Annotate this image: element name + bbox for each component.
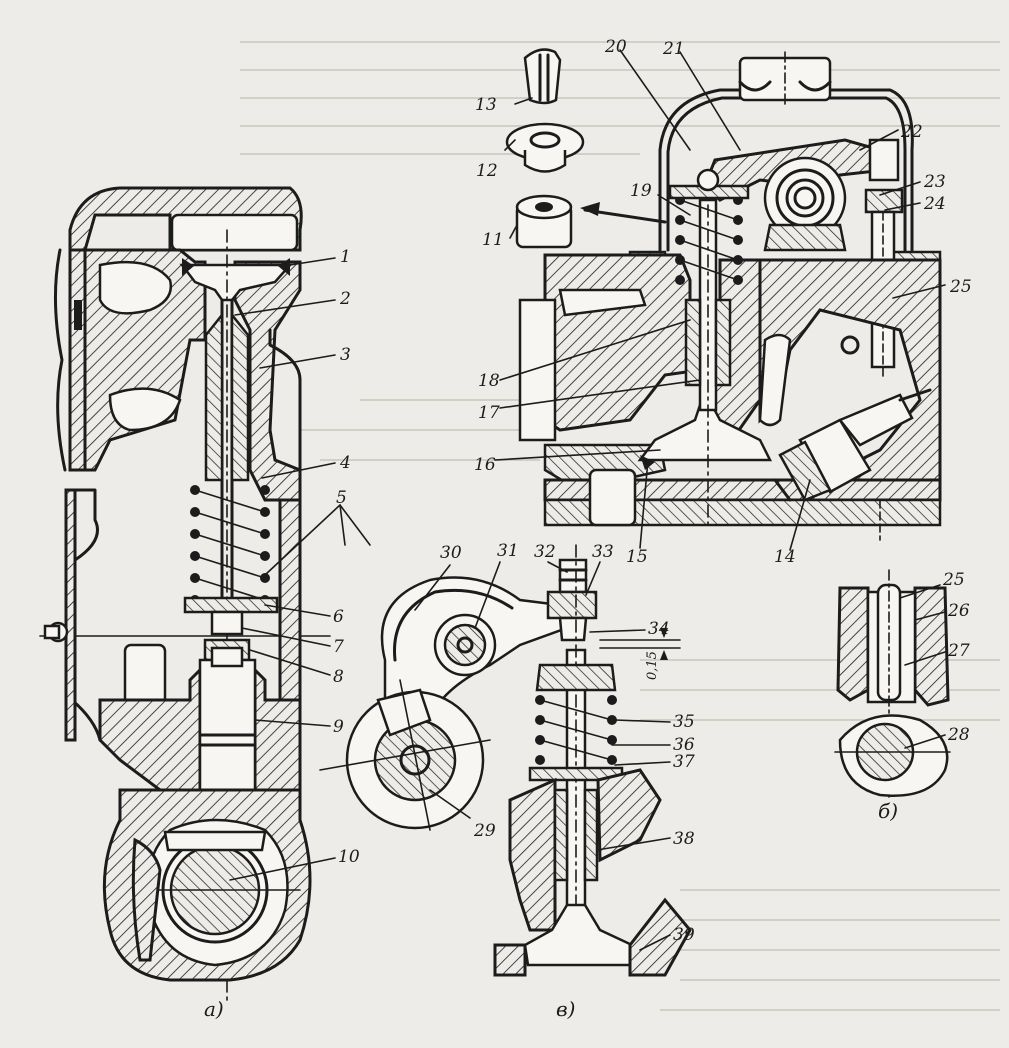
label-19: 19 <box>630 181 652 201</box>
label-28: 28 <box>947 725 970 745</box>
valve-spring-v <box>535 695 617 765</box>
label-22: 22 <box>900 122 923 142</box>
label-14: 14 <box>774 547 796 567</box>
cylinder-block-wall <box>68 248 87 472</box>
tappet-housing-b <box>836 586 870 702</box>
label-11: 11 <box>482 230 504 250</box>
label-24: 24 <box>923 194 946 214</box>
label-37: 37 <box>673 752 695 772</box>
label-20: 20 <box>604 37 627 57</box>
label-4: 4 <box>339 453 351 473</box>
view-a-lower-valve-section <box>39 186 331 1001</box>
label-6: 6 <box>333 607 344 627</box>
label-7: 7 <box>333 637 344 657</box>
label-25a: 25 <box>949 277 972 297</box>
label-31: 31 <box>497 541 519 561</box>
adjusting-screw <box>558 558 588 594</box>
combustion-chamber <box>170 213 299 252</box>
label-1: 1 <box>340 247 351 267</box>
label-35: 35 <box>673 712 695 732</box>
label-13: 13 <box>475 95 497 115</box>
label-21: 21 <box>662 39 685 59</box>
view-b-pushrod-detail <box>834 569 951 801</box>
label-25b: 25 <box>942 570 965 590</box>
label-29: 29 <box>473 821 496 841</box>
view-v-rocker-valve <box>319 544 692 977</box>
view-ohv-head-section <box>518 51 942 541</box>
label-12: 12 <box>476 161 498 181</box>
valve-spring-ohv <box>675 195 743 285</box>
label-5: 5 <box>336 488 347 508</box>
label-8: 8 <box>333 667 344 687</box>
label-2: 2 <box>339 289 351 309</box>
intake-flange <box>518 298 557 442</box>
label-33: 33 <box>592 542 614 562</box>
label-36: 36 <box>673 735 695 755</box>
label-3: 3 <box>340 345 351 365</box>
adjusting-bolt <box>210 610 244 636</box>
valve-cover <box>658 88 914 252</box>
label-17: 17 <box>478 403 500 423</box>
exploded-parts <box>505 48 667 249</box>
valve-spring-cap-v <box>535 663 617 692</box>
label-18: 18 <box>478 371 500 391</box>
label-34: 34 <box>648 619 670 639</box>
label-32: 32 <box>534 542 556 562</box>
caption-a: а) <box>204 997 224 1021</box>
label-30: 30 <box>440 543 462 563</box>
valve-cotter <box>523 48 562 105</box>
valve-spring-a <box>190 485 270 605</box>
label-16: 16 <box>474 455 496 475</box>
spring-seat <box>183 596 279 614</box>
valve-guide <box>204 311 224 482</box>
label-23: 23 <box>923 172 946 192</box>
view-captions: а) б) в) <box>204 799 898 1021</box>
label-27: 27 <box>947 641 970 661</box>
adjusting-nut <box>546 590 598 620</box>
cylinder-head-v <box>508 777 557 932</box>
tappet <box>198 658 257 802</box>
label-15: 15 <box>626 547 648 567</box>
leader-lines <box>229 49 946 951</box>
label-38: 38 <box>673 829 695 849</box>
label-9: 9 <box>333 717 344 737</box>
label-10: 10 <box>338 847 360 867</box>
part-labels: 1 2 3 4 5 6 7 8 9 10 11 12 13 14 15 16 1… <box>333 37 972 945</box>
background-text-ghost <box>240 41 1000 1011</box>
caption-v: в) <box>556 997 575 1021</box>
label-26: 26 <box>947 601 970 621</box>
label-39: 39 <box>673 925 695 945</box>
clearance-dimension: 0,15 <box>645 651 660 680</box>
caption-b: б) <box>878 799 898 823</box>
